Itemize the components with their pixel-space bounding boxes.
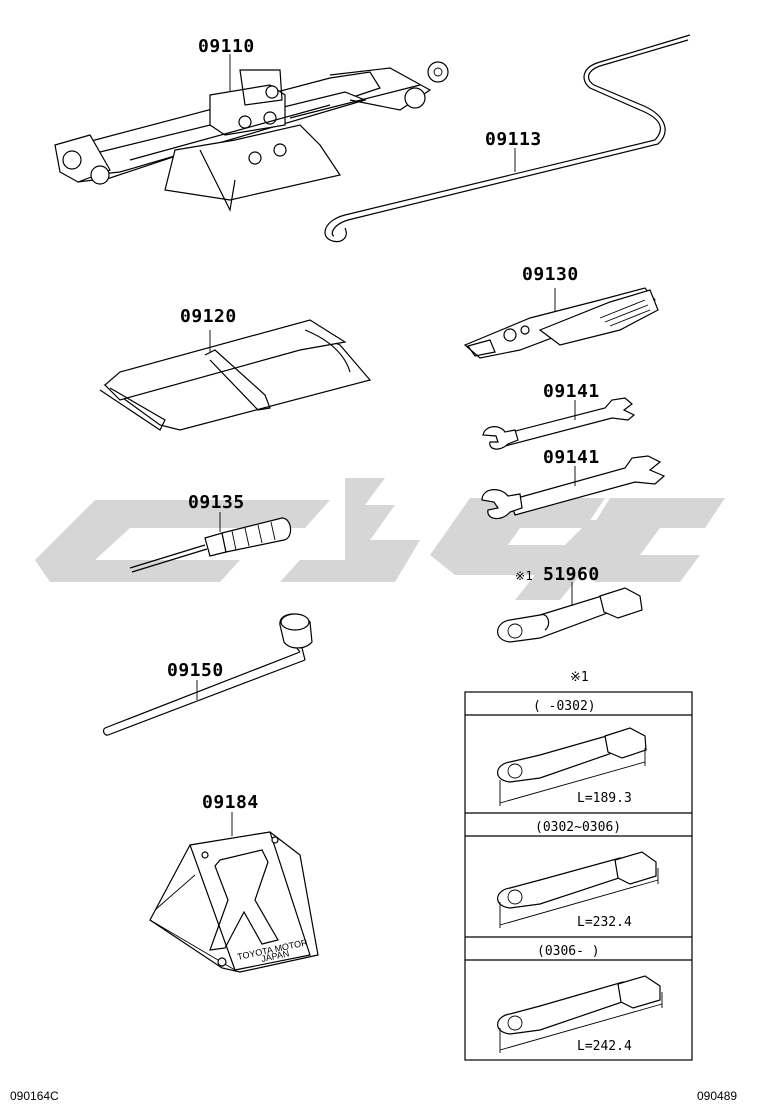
part-number-lug-wrench: 09150 bbox=[167, 660, 224, 681]
part-number-screwdriver: 09135 bbox=[188, 492, 245, 513]
variant-table bbox=[464, 691, 693, 1061]
small-wrench-illustration bbox=[482, 397, 636, 450]
part-number-towing-eye: 51960 bbox=[543, 564, 600, 585]
table-row-3-towing-eye bbox=[497, 975, 663, 1053]
watermark-logo bbox=[35, 478, 725, 600]
pliers-illustration bbox=[463, 287, 659, 359]
wheel-chock-illustration bbox=[149, 831, 319, 973]
table-row-2-length: L=232.4 bbox=[577, 915, 632, 930]
towing-eye-illustration bbox=[497, 587, 643, 643]
table-row-1-length: L=189.3 bbox=[577, 791, 632, 806]
footer-left-code: 090164C bbox=[10, 1089, 59, 1103]
lug-wrench-illustration bbox=[102, 613, 313, 736]
jack-illustration bbox=[54, 61, 449, 212]
table-row-3-period: (0306- ) bbox=[537, 944, 600, 959]
table-row-1-period: ( -0302) bbox=[533, 699, 596, 714]
part-number-large-wrench: 09141 bbox=[543, 447, 600, 468]
part-number-small-wrench: 09141 bbox=[543, 381, 600, 402]
part-number-pliers: 09130 bbox=[522, 264, 579, 285]
jack-handle-illustration bbox=[324, 34, 691, 243]
footer-right-code: 090489 bbox=[697, 1089, 737, 1103]
part-number-jack: 09110 bbox=[198, 36, 255, 57]
screwdriver-illustration bbox=[129, 517, 292, 573]
tool-bag-illustration bbox=[99, 319, 372, 431]
towing-eye-note-mark: ※1 bbox=[515, 569, 533, 583]
table-row-2-towing-eye bbox=[497, 851, 659, 928]
table-row-3-length: L=242.4 bbox=[577, 1039, 632, 1054]
part-number-tool-bag: 09120 bbox=[180, 306, 237, 327]
table-row-2-period: (0302~0306) bbox=[535, 820, 621, 835]
table-note-mark: ※1 bbox=[570, 670, 589, 685]
part-number-jack-handle: 09113 bbox=[485, 129, 542, 150]
large-wrench-illustration bbox=[481, 455, 666, 520]
part-number-wheel-chock: 09184 bbox=[202, 792, 259, 813]
table-row-1-towing-eye bbox=[497, 727, 647, 806]
